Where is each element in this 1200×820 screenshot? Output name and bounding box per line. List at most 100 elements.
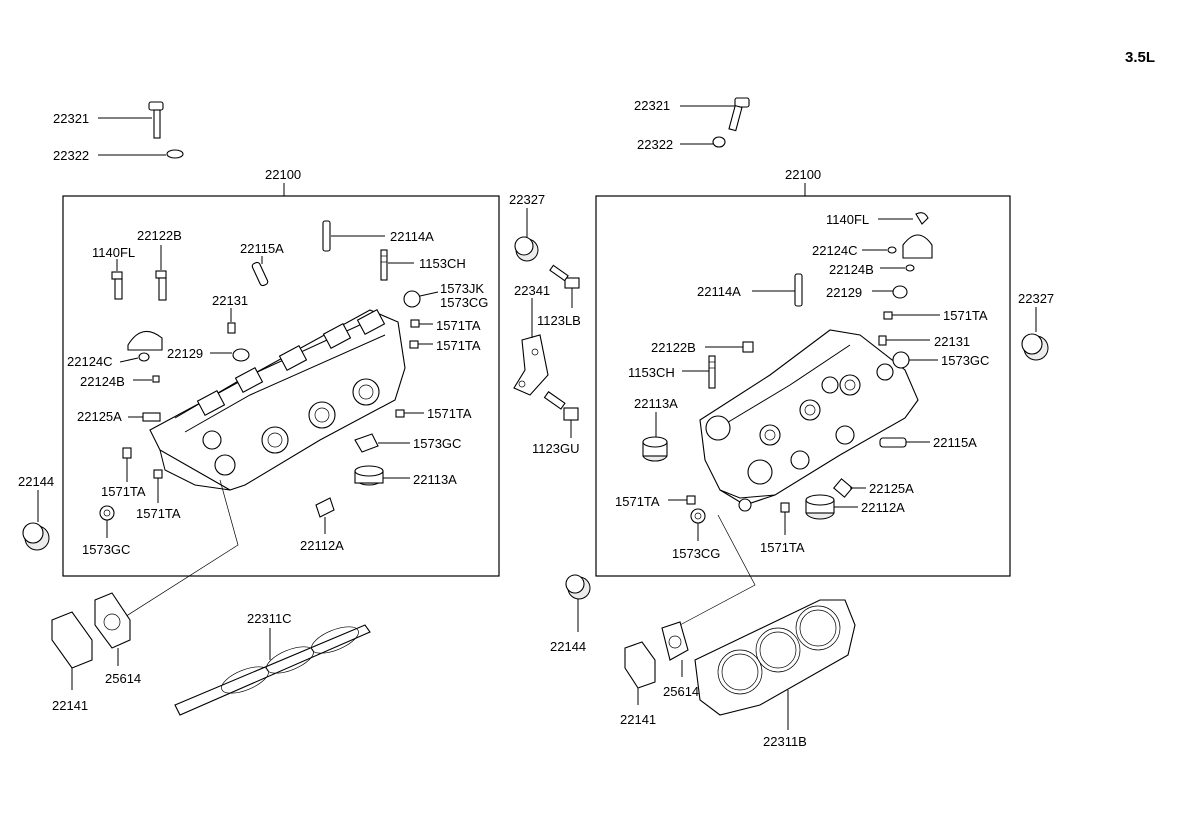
- cover-22141-left: [51, 611, 93, 690]
- bolt-1140FL-right: [878, 212, 929, 225]
- gasket-25614-right: [661, 621, 689, 677]
- guide-22114A-left: [322, 220, 385, 252]
- label-22129-right: 22129: [826, 285, 862, 300]
- label-22321-left: 22321: [53, 111, 89, 126]
- plug-1571TA-d-left: [122, 447, 132, 482]
- right-head-frame: [595, 195, 1011, 577]
- label-22322-left: 22322: [53, 148, 89, 163]
- label-22144-center: 22144: [550, 639, 586, 654]
- label-1140FL-left: 1140FL: [92, 245, 135, 260]
- label-1123LB: 1123LB: [537, 313, 581, 328]
- label-1571TA-b-left: 1571TA: [436, 338, 481, 353]
- bracket-22341: [513, 298, 549, 396]
- pin-22124B-left: [133, 375, 160, 383]
- pin-22115A-left: [251, 256, 269, 287]
- pin-22115A-right: [879, 437, 930, 448]
- label-1573GC-b-left: 1573GC: [82, 542, 130, 557]
- right-cylinder-head: [699, 329, 919, 512]
- insert-22112A-left: [315, 497, 335, 534]
- label-22124B-left: 22124B: [80, 374, 125, 389]
- label-1573JK-left: 1573JK: [440, 281, 484, 296]
- label-22114A-right: 22114A: [697, 284, 741, 299]
- label-22144-left: 22144: [18, 474, 54, 489]
- label-22129-left: 22129: [167, 346, 203, 361]
- label-1571TA-c-left: 1571TA: [427, 406, 472, 421]
- label-22100-left: 22100: [265, 167, 301, 182]
- plug-1571TA-c-right: [780, 502, 790, 535]
- label-22131-left: 22131: [212, 293, 248, 308]
- seal-1573GC-b-left: [99, 505, 115, 538]
- cap-22124C-left: [119, 330, 163, 363]
- label-22125A-left: 22125A: [77, 409, 122, 424]
- label-25614-left: 25614: [105, 671, 141, 686]
- seal-1573CG-right: [690, 508, 706, 541]
- label-1571TA-a-left: 1571TA: [436, 318, 481, 333]
- insert-22113A-left: [354, 465, 410, 486]
- plug-1571TA-b-right: [668, 495, 696, 505]
- plug-22327-center: [514, 208, 539, 262]
- label-22100-right: 22100: [785, 167, 821, 182]
- label-1123GU: 1123GU: [532, 441, 579, 456]
- label-22124C-right: 22124C: [812, 243, 858, 258]
- label-22112A-right: 22112A: [861, 500, 905, 515]
- seal-1573GC-left: [354, 433, 410, 453]
- label-22122B-left: 22122B: [137, 228, 182, 243]
- label-1571TA-d-left: 1571TA: [101, 484, 146, 499]
- label-22141-left: 22141: [52, 698, 88, 713]
- cap-22124C-right: [862, 234, 933, 259]
- bolt-1140FL-left: [111, 259, 123, 300]
- plug-22129-left: [210, 348, 250, 362]
- plug-22144-center: [565, 574, 591, 632]
- label-22113A-right: 22113A: [634, 396, 678, 411]
- cover-22141-right: [624, 641, 656, 705]
- label-22322-right: 22322: [637, 137, 673, 152]
- label-22112A-left: 22112A: [300, 538, 344, 553]
- head-gasket-22311B: [694, 599, 856, 730]
- label-22311B: 22311B: [763, 734, 807, 749]
- stud-1153CH-left: [380, 249, 414, 281]
- label-22113A-left: 22113A: [413, 472, 457, 487]
- label-1573CG-right: 1573CG: [672, 546, 720, 561]
- left-head-frame: [62, 195, 500, 577]
- head-gasket-22311C: [174, 624, 371, 716]
- label-1571TA-c-right: 1571TA: [760, 540, 805, 555]
- bolt-22122B-left: [155, 245, 167, 301]
- pin-22124B-right: [880, 264, 915, 272]
- left-cylinder-head: [149, 309, 406, 491]
- label-1571TA-e-left: 1571TA: [136, 506, 181, 521]
- label-22124C-left: 22124C: [67, 354, 113, 369]
- label-1153CH-left: 1153CH: [419, 256, 466, 271]
- label-22311C: 22311C: [247, 611, 292, 626]
- label-22321-right: 22321: [634, 98, 670, 113]
- plug-22144-left: [22, 490, 50, 551]
- label-22341: 22341: [514, 283, 550, 298]
- seal-1573JK-left: [403, 290, 439, 308]
- label-25614-right: 25614: [663, 684, 699, 699]
- plug-1571TA-b-left: [409, 340, 433, 349]
- plug-1571TA-a-left: [410, 319, 433, 328]
- plug-1571TA-e-left: [153, 469, 163, 503]
- bolt-22321-left: [98, 101, 164, 139]
- label-22122B-right: 22122B: [651, 340, 696, 355]
- label-1573GC-right: 1573GC: [941, 353, 989, 368]
- label-22124B-right: 22124B: [829, 262, 874, 277]
- label-1140FL-right: 1140FL: [826, 212, 869, 227]
- plug-1571TA-a-right: [883, 311, 940, 320]
- insert-22113A-right: [642, 412, 668, 462]
- washer-22322-left: [98, 149, 184, 159]
- plug-22129-right: [872, 285, 908, 299]
- seal-1573GC-right: [892, 351, 938, 369]
- label-22131-right: 22131: [934, 334, 970, 349]
- label-1571TA-b-right: 1571TA: [615, 494, 660, 509]
- bolt-22321-right: [680, 97, 750, 132]
- label-22125A-right: 22125A: [869, 481, 914, 496]
- label-1573CG-left: 1573CG: [440, 295, 488, 310]
- label-1153CH-right: 1153CH: [628, 365, 675, 380]
- spring-22125A-right: [833, 478, 866, 498]
- label-22327-right: 22327: [1018, 291, 1054, 306]
- bolt-1123GU: [543, 391, 579, 438]
- bolt-1123LB: [549, 264, 580, 308]
- label-1571TA-a-right: 1571TA: [943, 308, 988, 323]
- stud-1153CH-right: [682, 355, 716, 389]
